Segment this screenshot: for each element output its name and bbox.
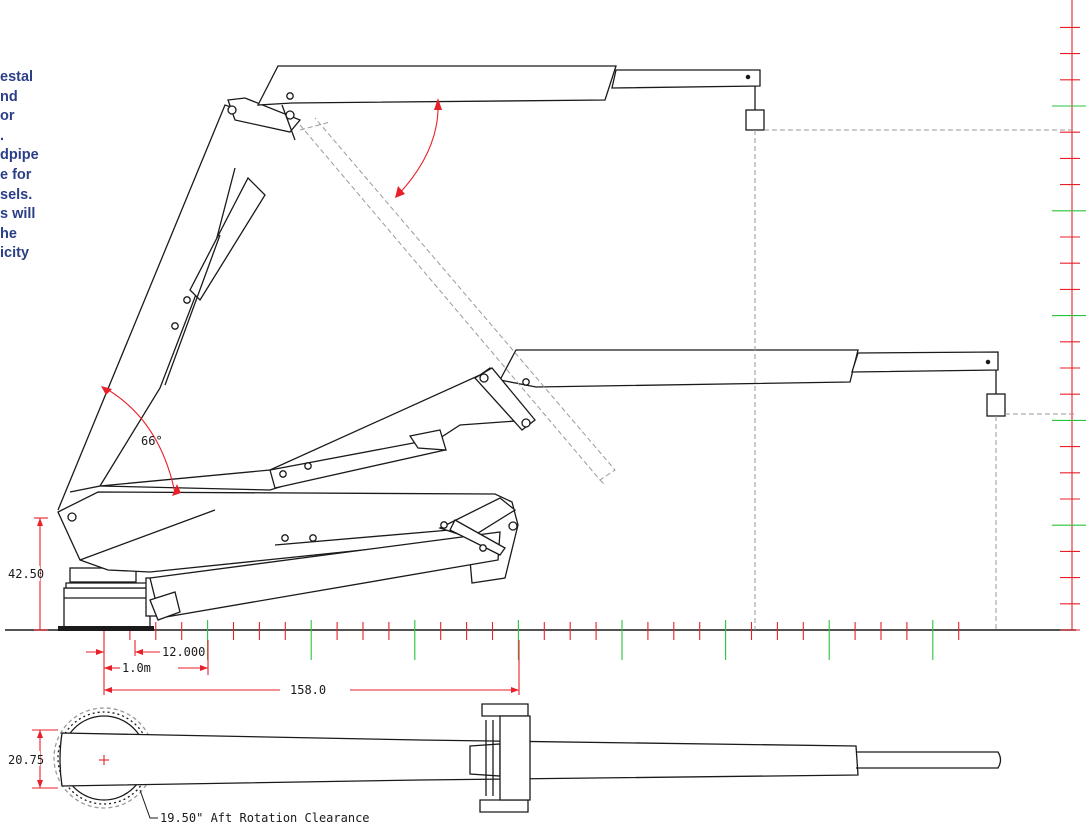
outer-boom-mid (99, 349, 1006, 491)
stowed-boom (57, 491, 519, 621)
horizontal-dimensions (86, 640, 520, 695)
description-line: or (0, 108, 15, 125)
width-label-bg (6, 751, 40, 766)
width-label: 20.75 (8, 753, 44, 767)
baseline-ticks (103, 620, 960, 660)
height-label: 42.50 (8, 567, 44, 581)
offset-label: 12.000 (162, 645, 205, 659)
description-line: nd (0, 88, 18, 105)
main-boom-raised (57, 97, 302, 511)
alternate-position (299, 117, 1076, 630)
aft-clearance-label: 19.50" Aft Rotation Clearance (160, 811, 370, 825)
description-line: e for (0, 166, 32, 183)
center-mark (99, 755, 109, 765)
angle-label: 66° (141, 434, 163, 448)
description-line: he (0, 225, 17, 242)
description-line: icity (0, 245, 30, 262)
meter-label: 1.0m (122, 661, 151, 675)
right-scale (1052, 0, 1086, 631)
description-line: s will (0, 206, 36, 223)
description-line: . (0, 127, 5, 144)
upper-extension-boom (256, 65, 765, 131)
description-text: estal nd or . dpipe e for sels. s will h… (0, 68, 80, 264)
description-line: dpipe (0, 147, 39, 164)
angle-arcs (101, 98, 442, 496)
plan-view (53, 703, 1002, 813)
aft-leader (139, 789, 158, 819)
height-label-bg (6, 566, 40, 581)
reach-label: 158.0 (290, 683, 326, 697)
description-line: sels. (0, 186, 33, 203)
description-line: estal (0, 69, 34, 85)
